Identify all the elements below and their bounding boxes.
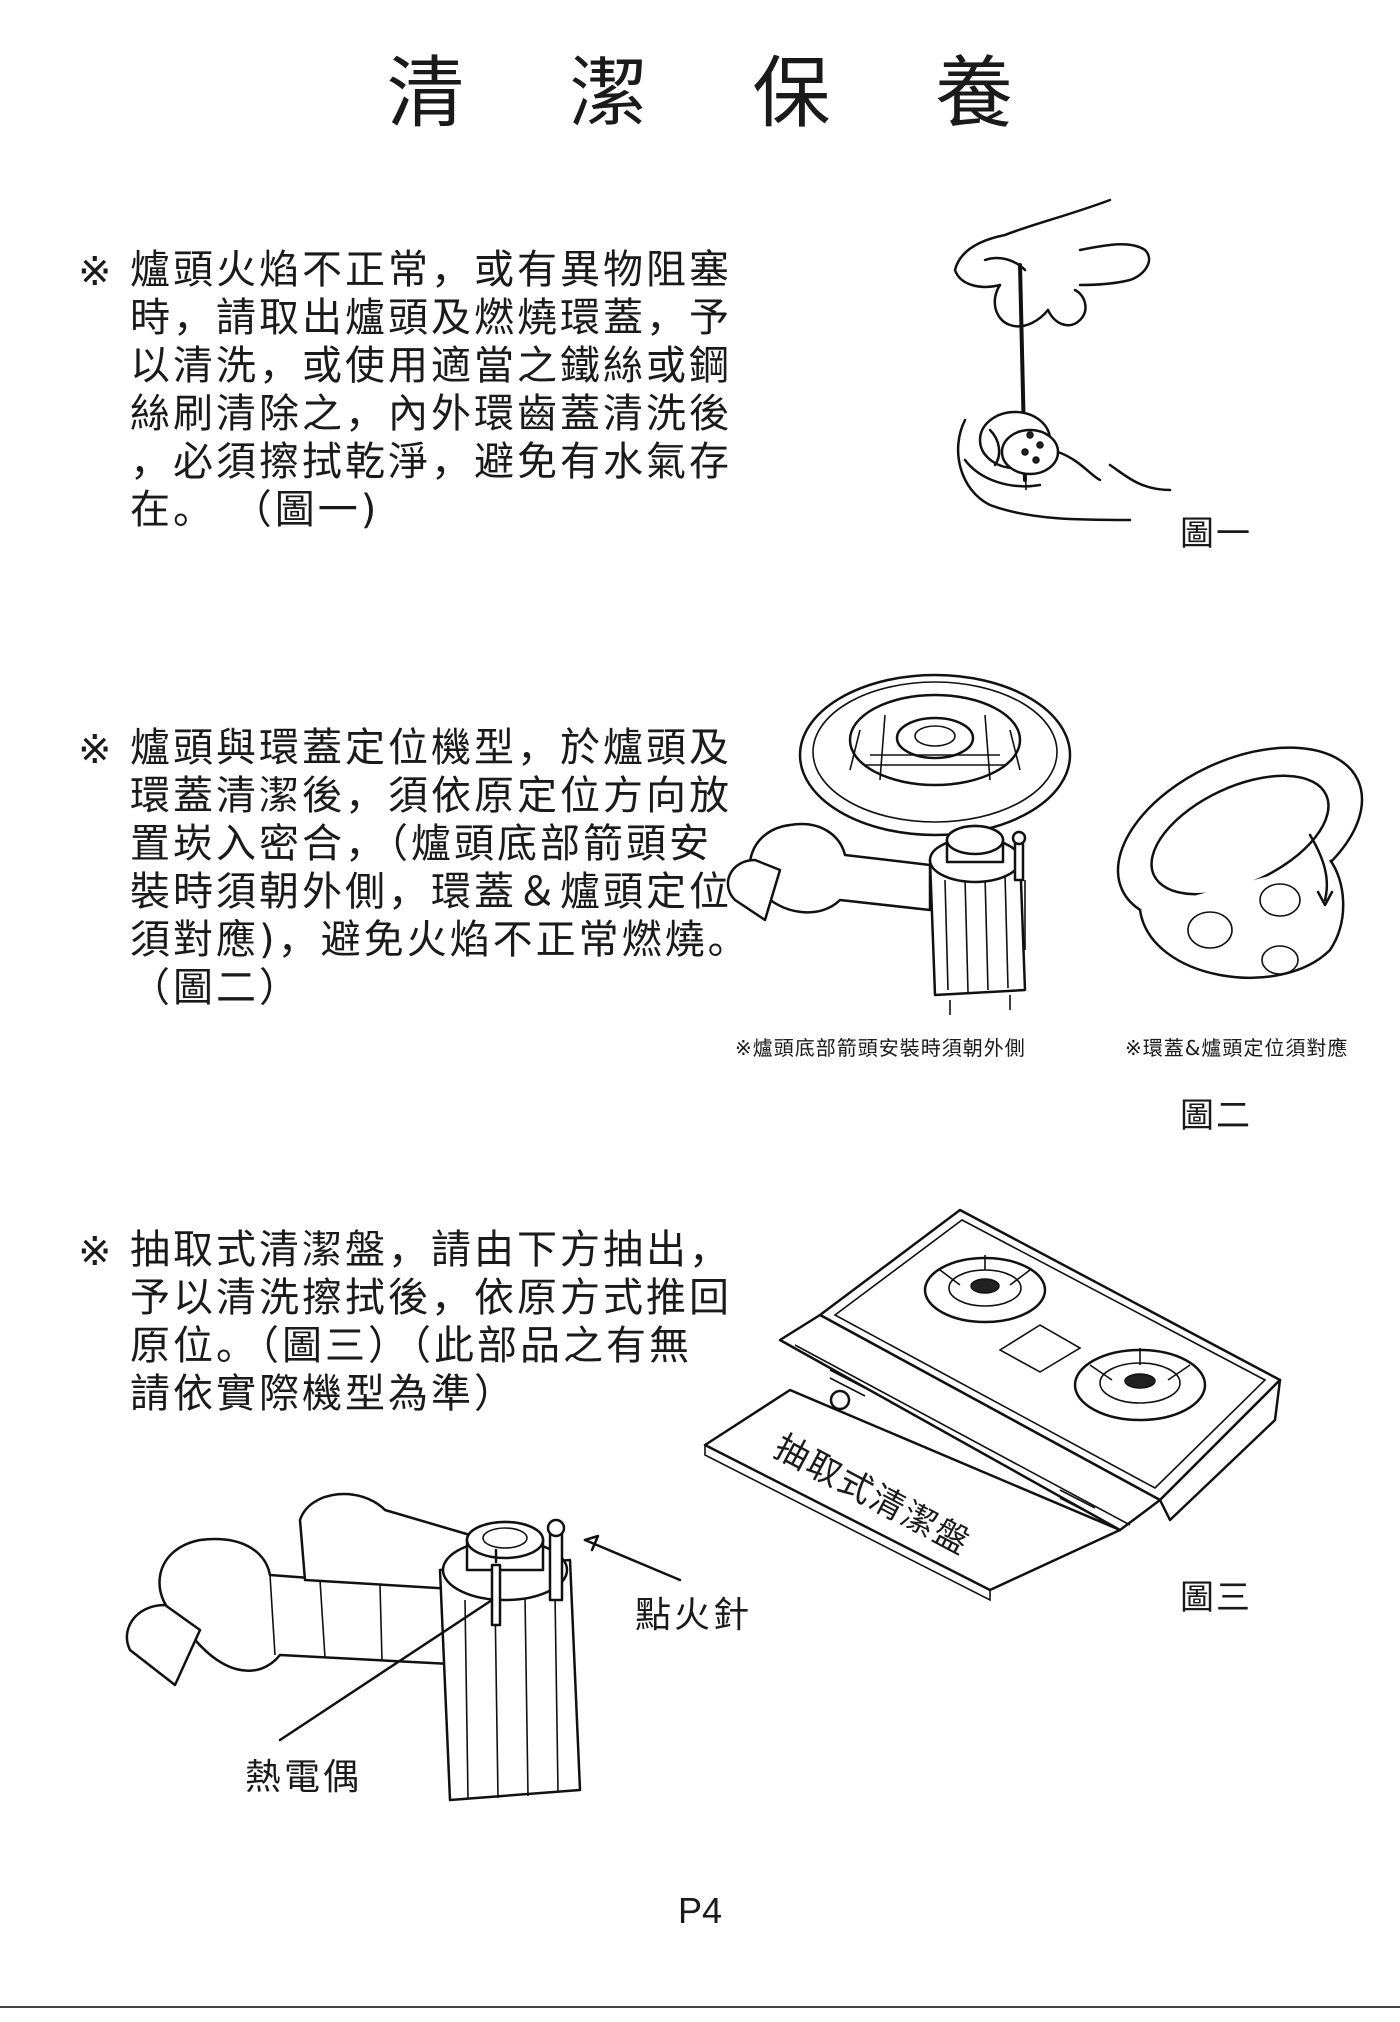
figure-3-label: 圖三 (1180, 1578, 1252, 1618)
page-number: P4 (677, 1890, 723, 1931)
note-mark-1: ※ (78, 249, 112, 295)
section-1-line: ，必須擦拭乾淨，避免有水氣存 (130, 439, 732, 485)
section-1-line: 以清洗，或使用適當之鐵絲或鋼 (130, 343, 732, 389)
figure-2-illustration (726, 673, 1364, 1015)
section-2-line: 爐頭與環蓋定位機型，於爐頭及 (130, 725, 732, 771)
section-2-line: （圖二） (130, 965, 302, 1011)
section-1-line: 爐頭火焰不正常，或有異物阻塞 (130, 247, 732, 293)
figure-1-label: 圖一 (1180, 514, 1252, 554)
section-3-line: 請依實際機型為準） (130, 1371, 517, 1417)
section-3-line: 予以清洗擦拭後，依原方式推回 (130, 1275, 732, 1321)
section-1-line: 在。 （圖一) (130, 487, 380, 533)
footer-divider (0, 2006, 1400, 2008)
note-mark-2: ※ (78, 727, 112, 773)
burner-assembly-illustration (125, 1492, 682, 1802)
section-2-line: 環蓋清潔後，須依原定位方向放 (130, 773, 732, 819)
figure-3-illustration (703, 1208, 1282, 1602)
section-1-line: 絲刷清除之，內外環齒蓋清洗後 (130, 391, 732, 437)
section-2-text: 爐頭與環蓋定位機型，於爐頭及 環蓋清潔後，須依原定位方向放 置崁入密合，（爐頭底… (130, 724, 751, 1012)
figure-2-note-left: ※爐頭底部箭頭安裝時須朝外側 (735, 1036, 1026, 1060)
figure-1-illustration (953, 198, 1172, 522)
section-3-line: 抽取式清潔盤，請由下方抽出， (130, 1227, 732, 1273)
section-1-text: 爐頭火焰不正常，或有異物阻塞 時，請取出爐頭及燃燒環蓋，予 以清洗，或使用適當之… (130, 246, 732, 534)
note-mark-3: ※ (78, 1229, 112, 1275)
section-2-line: 置崁入密合，（爐頭底部箭頭安 (130, 821, 712, 867)
section-3-line: 原位。（圖三）（此部品之有無 (130, 1323, 692, 1369)
page-title: 清 潔 保 養 (386, 49, 1054, 139)
figure-2-label: 圖二 (1180, 1096, 1252, 1136)
section-2-line: 須對應)，避免火焰不正常燃燒。 (130, 917, 751, 963)
callout-thermocouple: 熱電偶 (245, 1757, 363, 1798)
section-1-line: 時，請取出爐頭及燃燒環蓋，予 (130, 295, 732, 341)
figure-2-note-right: ※環蓋&爐頭定位須對應 (1125, 1036, 1349, 1060)
callout-igniter: 點火針 (635, 1595, 753, 1636)
section-2-line: 裝時須朝外側，環蓋＆爐頭定位 (130, 869, 732, 915)
section-3-text: 抽取式清潔盤，請由下方抽出， 予以清洗擦拭後，依原方式推回 原位。（圖三）（此部… (130, 1226, 732, 1418)
